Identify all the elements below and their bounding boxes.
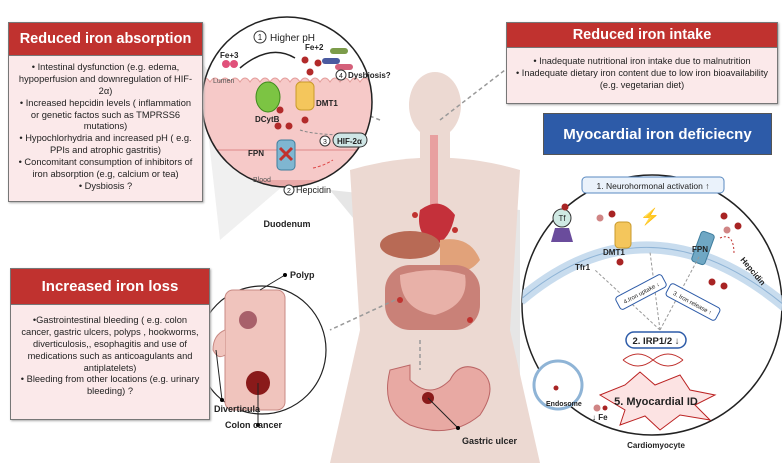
intake-item: • Inadequate dietary iron content due to… [516, 67, 768, 90]
endosome-label: Endosome [546, 401, 582, 408]
tfr1-label: Tfr1 [575, 263, 591, 272]
diverticula-icon [212, 329, 226, 358]
starburst-icon [598, 371, 717, 431]
dna-icon [622, 353, 684, 367]
transferrin-icon [552, 208, 572, 228]
lumen-label: Lumen [213, 78, 235, 85]
cardiomyocyte-panel: ⚡ [521, 174, 782, 436]
absorption-item: • Intestinal dysfunction (e.g. edema, hy… [18, 62, 193, 96]
polyp-label: Polyp [290, 270, 315, 280]
cell-fpn-label: FPN [692, 245, 708, 254]
irp-label: 2. IRP1/2 ↓ [633, 336, 680, 347]
loss-item: • Bleeding from other locations (e.g. ur… [20, 374, 200, 397]
cardiomyocyte-caption: Cardiomyocyte [627, 441, 685, 450]
tfr1-receptor-icon [551, 228, 573, 242]
duodenum-step-3-number: 3 [323, 139, 327, 146]
increased-loss-title: Increased iron loss [11, 269, 209, 305]
dcytb-icon [255, 81, 281, 113]
duodenum-caption: Duodenum [264, 219, 311, 229]
duodenum-fpn-label: FPN [248, 149, 264, 158]
blood-label: Blood [253, 177, 271, 184]
colon-panel [197, 273, 327, 427]
duodenum-step-4-number: 4 [339, 73, 343, 80]
lightning-icon: ⚡ [640, 207, 660, 226]
absorption-item: • Increased hepcidin levels ( inflammati… [19, 97, 192, 132]
tf-label: Tf [558, 214, 566, 223]
fe2-label: Fe+2 [305, 43, 324, 52]
organs [380, 135, 480, 330]
hepcidin-label: Hepcidin [296, 185, 331, 195]
polyp-icon [239, 311, 257, 329]
dcytb-label: DCytB [255, 115, 280, 124]
stomach-illustration [387, 364, 491, 432]
loss-item: •Gastrointestinal bleeding ( e.g. colon … [21, 315, 199, 373]
duodenum-step-1-number: 1 [258, 33, 263, 42]
absorption-item: • Hypochlorhydria and increased pH ( e.g… [19, 133, 192, 156]
duodenum-step-2-number: 2 [287, 188, 291, 195]
reduced-iron-absorption-box: Reduced iron absorption • Intestinal dys… [8, 22, 203, 202]
reduced-intake-title: Reduced iron intake [507, 23, 777, 48]
gastric-ulcer-label: Gastric ulcer [462, 436, 518, 446]
reduced-iron-intake-box: Reduced iron intake • Inadequate nutriti… [506, 22, 778, 104]
myocardial-id-label: 5. Myocardial ID [614, 396, 698, 408]
fe-decrease-label: ↓ Fe [592, 413, 608, 422]
cell-dmt1-label: DMT1 [603, 248, 625, 257]
increased-iron-loss-box: Increased iron loss •Gastrointestinal bl… [10, 268, 210, 420]
duodenum-dmt1-label: DMT1 [316, 99, 338, 108]
dysbiosis-label: Dysbiosis? [348, 71, 391, 80]
intake-item: • Inadequate nutritional iron intake due… [533, 56, 751, 66]
block-x-icon [278, 146, 294, 162]
reduced-absorption-title: Reduced iron absorption [9, 23, 202, 56]
fe3-label: Fe+3 [220, 51, 239, 60]
colon-cancer-label: Colon cancer [225, 420, 283, 430]
higher-ph-label: Higher pH [270, 33, 315, 44]
myocardial-iron-deficiency-title: Myocardial iron deficiecny [543, 113, 772, 155]
endosome-icon [532, 359, 584, 411]
absorption-item: • Concomitant consumption of inhibitors … [18, 157, 193, 180]
cell-fpn-channel-icon [691, 230, 715, 266]
dmt1-channel-icon [295, 81, 315, 111]
cell-dmt1-channel-icon [614, 221, 632, 249]
hif-label: HIF-2α [337, 137, 362, 146]
neurohormonal-label: 1. Neurohormonal activation ↑ [597, 181, 710, 191]
absorption-item: • Dysbiosis ? [78, 180, 133, 191]
